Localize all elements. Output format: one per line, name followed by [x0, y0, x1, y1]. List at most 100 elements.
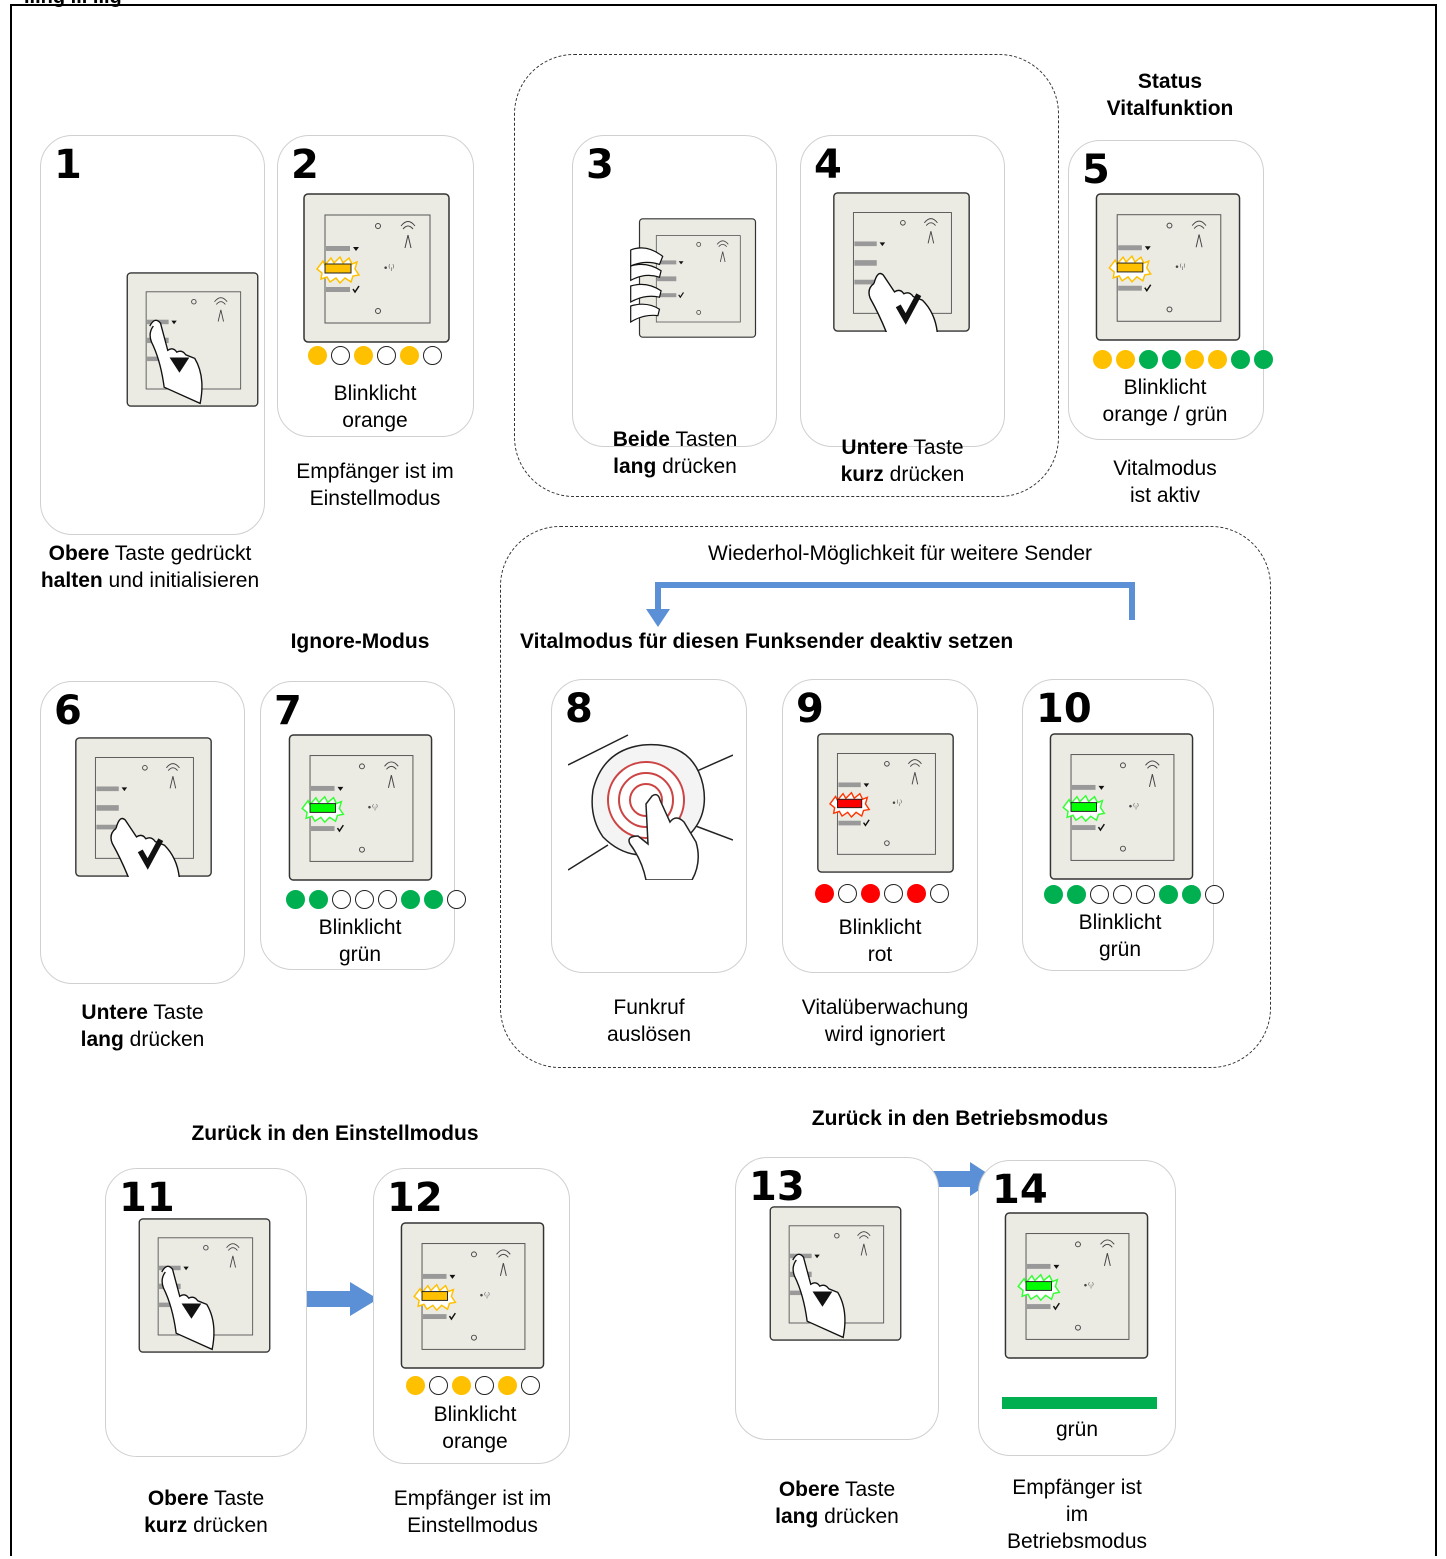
light-label-5: orange / grün [1102, 403, 1228, 426]
blink-dot [1254, 350, 1273, 369]
caption-text: Taste [907, 436, 964, 459]
svg-text:•⁽ᵢ⁾: •⁽ᵢ⁾ [892, 798, 903, 808]
blink-sequence-2 [308, 346, 442, 365]
heading-ignore: Ignore-Modus [290, 630, 430, 653]
device-illustration-11 [137, 1218, 272, 1358]
step-number-11: 11 [119, 1175, 175, 1221]
caption-text: Taste [147, 1001, 204, 1024]
blink-dot [1136, 885, 1155, 904]
caption-text: Einstellmodus [407, 1514, 538, 1537]
step-caption-3: Beide Tasten [570, 427, 780, 453]
diagram-frame [10, 4, 1437, 1556]
light-label-7: Blinklicht [318, 916, 402, 939]
heading-vital-deactivate: Vitalmodus für diesen Funksender deaktiv… [520, 630, 1014, 653]
step-caption-2: Einstellmodus [270, 486, 480, 512]
caption-text: Empfänger ist im [393, 1487, 552, 1510]
device-illustration-5: •⁽ᵢ⁾ [1093, 193, 1243, 346]
blink-dot [838, 884, 857, 903]
light-label-14: grün [1055, 1418, 1099, 1441]
caption-text: und initialisieren [102, 569, 260, 592]
blink-dot [1113, 885, 1132, 904]
group-repeat [500, 526, 1271, 1068]
caption-text: Taste [208, 1487, 265, 1510]
step-caption-13: lang drücken [735, 1504, 939, 1530]
blink-dot [1067, 885, 1086, 904]
step-number-3: 3 [586, 142, 614, 188]
caption-text: Einstellmodus [309, 487, 441, 510]
svg-text:•⁽ᵢ⁾: •⁽ᵢ⁾ [1128, 802, 1139, 812]
svg-text:•⁽ᵢ⁾: •⁽ᵢ⁾ [383, 264, 394, 274]
light-label-10: Blinklicht [1078, 911, 1162, 934]
step-number-6: 6 [54, 688, 82, 734]
step-caption-3: lang drücken [570, 454, 780, 480]
step-number-14: 14 [992, 1167, 1048, 1213]
light-label-5: Blinklicht [1123, 376, 1207, 399]
caption-emphasis: lang [775, 1505, 819, 1528]
blink-dot [1044, 885, 1063, 904]
step-number-12: 12 [387, 1175, 443, 1221]
caption-emphasis: halten [40, 569, 103, 592]
device-illustration-7: •⁽ᵢ⁾ [287, 734, 434, 886]
blink-dot [884, 884, 903, 903]
blink-dot [400, 346, 419, 365]
caption-text: auslösen [606, 1023, 692, 1046]
group-steps-3-4 [514, 54, 1059, 497]
step-caption-13: Obere Taste [735, 1477, 939, 1503]
step-caption-11: Obere Taste [105, 1486, 307, 1512]
blink-dot [815, 884, 834, 903]
blink-dot [521, 1376, 540, 1395]
step-caption-4: kurz drücken [800, 462, 1005, 488]
light-label-2: orange [342, 409, 408, 432]
caption-text: drücken [883, 463, 965, 486]
step-caption-8: Funkruf [551, 995, 747, 1021]
device-illustration-8 [567, 720, 734, 885]
step-number-10: 10 [1036, 686, 1092, 732]
heading-back-operation: Zurück in den Betriebsmodus [811, 1107, 1109, 1130]
blink-dot [1090, 885, 1109, 904]
step-number-2: 2 [291, 142, 319, 188]
steady-green-bar [1002, 1397, 1157, 1409]
step-number-4: 4 [814, 142, 842, 188]
blink-dot [355, 890, 374, 909]
caption-text: Empfänger ist im [296, 460, 454, 483]
blink-dot [309, 890, 328, 909]
light-label-12: Blinklicht [433, 1403, 517, 1426]
blink-dot [377, 346, 396, 365]
caption-emphasis: Untere [841, 436, 908, 459]
caption-emphasis: Obere [48, 542, 110, 565]
heading-status-2: Vitalfunktion [1106, 97, 1234, 120]
step-caption-14: im [978, 1502, 1176, 1528]
caption-emphasis: Untere [81, 1001, 148, 1024]
step-caption-4: Untere Taste [800, 435, 1005, 461]
blink-dot [378, 890, 397, 909]
blink-dot [1139, 350, 1158, 369]
caption-text: wird ignoriert [824, 1023, 946, 1046]
device-illustration-1 [125, 272, 260, 412]
light-label-2: Blinklicht [333, 382, 417, 405]
step-caption-12: Empfänger ist im [360, 1486, 585, 1512]
caption-emphasis: kurz [840, 463, 884, 486]
blink-sequence-9 [815, 884, 949, 903]
caption-text: ist aktiv [1129, 484, 1200, 507]
device-illustration-12: •⁽ᵢ⁾ [399, 1222, 546, 1374]
step-number-5: 5 [1082, 147, 1110, 193]
caption-text: Betriebsmodus [1006, 1530, 1148, 1553]
blink-dot [1159, 885, 1178, 904]
blink-dot [308, 346, 327, 365]
caption-text: Tasten [669, 428, 738, 451]
caption-text: drücken [656, 455, 737, 478]
caption-text: drücken [187, 1514, 268, 1537]
step-number-8: 8 [565, 686, 593, 732]
caption-emphasis: lang [613, 455, 657, 478]
step-caption-1: Obere Taste gedrückt [15, 541, 285, 567]
step-caption-14: Betriebsmodus [978, 1529, 1176, 1555]
step-caption-6: Untere Taste [40, 1000, 245, 1026]
header-fragment: ...ng ... ...g [24, 0, 122, 10]
caption-text: Vitalmodus [1113, 457, 1217, 480]
step-number-1: 1 [54, 142, 82, 188]
step-caption-12: Einstellmodus [360, 1513, 585, 1539]
device-illustration-4 [830, 192, 973, 337]
device-illustration-2: •⁽ᵢ⁾ [303, 193, 450, 348]
heading-status-1: Status [1137, 70, 1203, 93]
blink-dot [907, 884, 926, 903]
